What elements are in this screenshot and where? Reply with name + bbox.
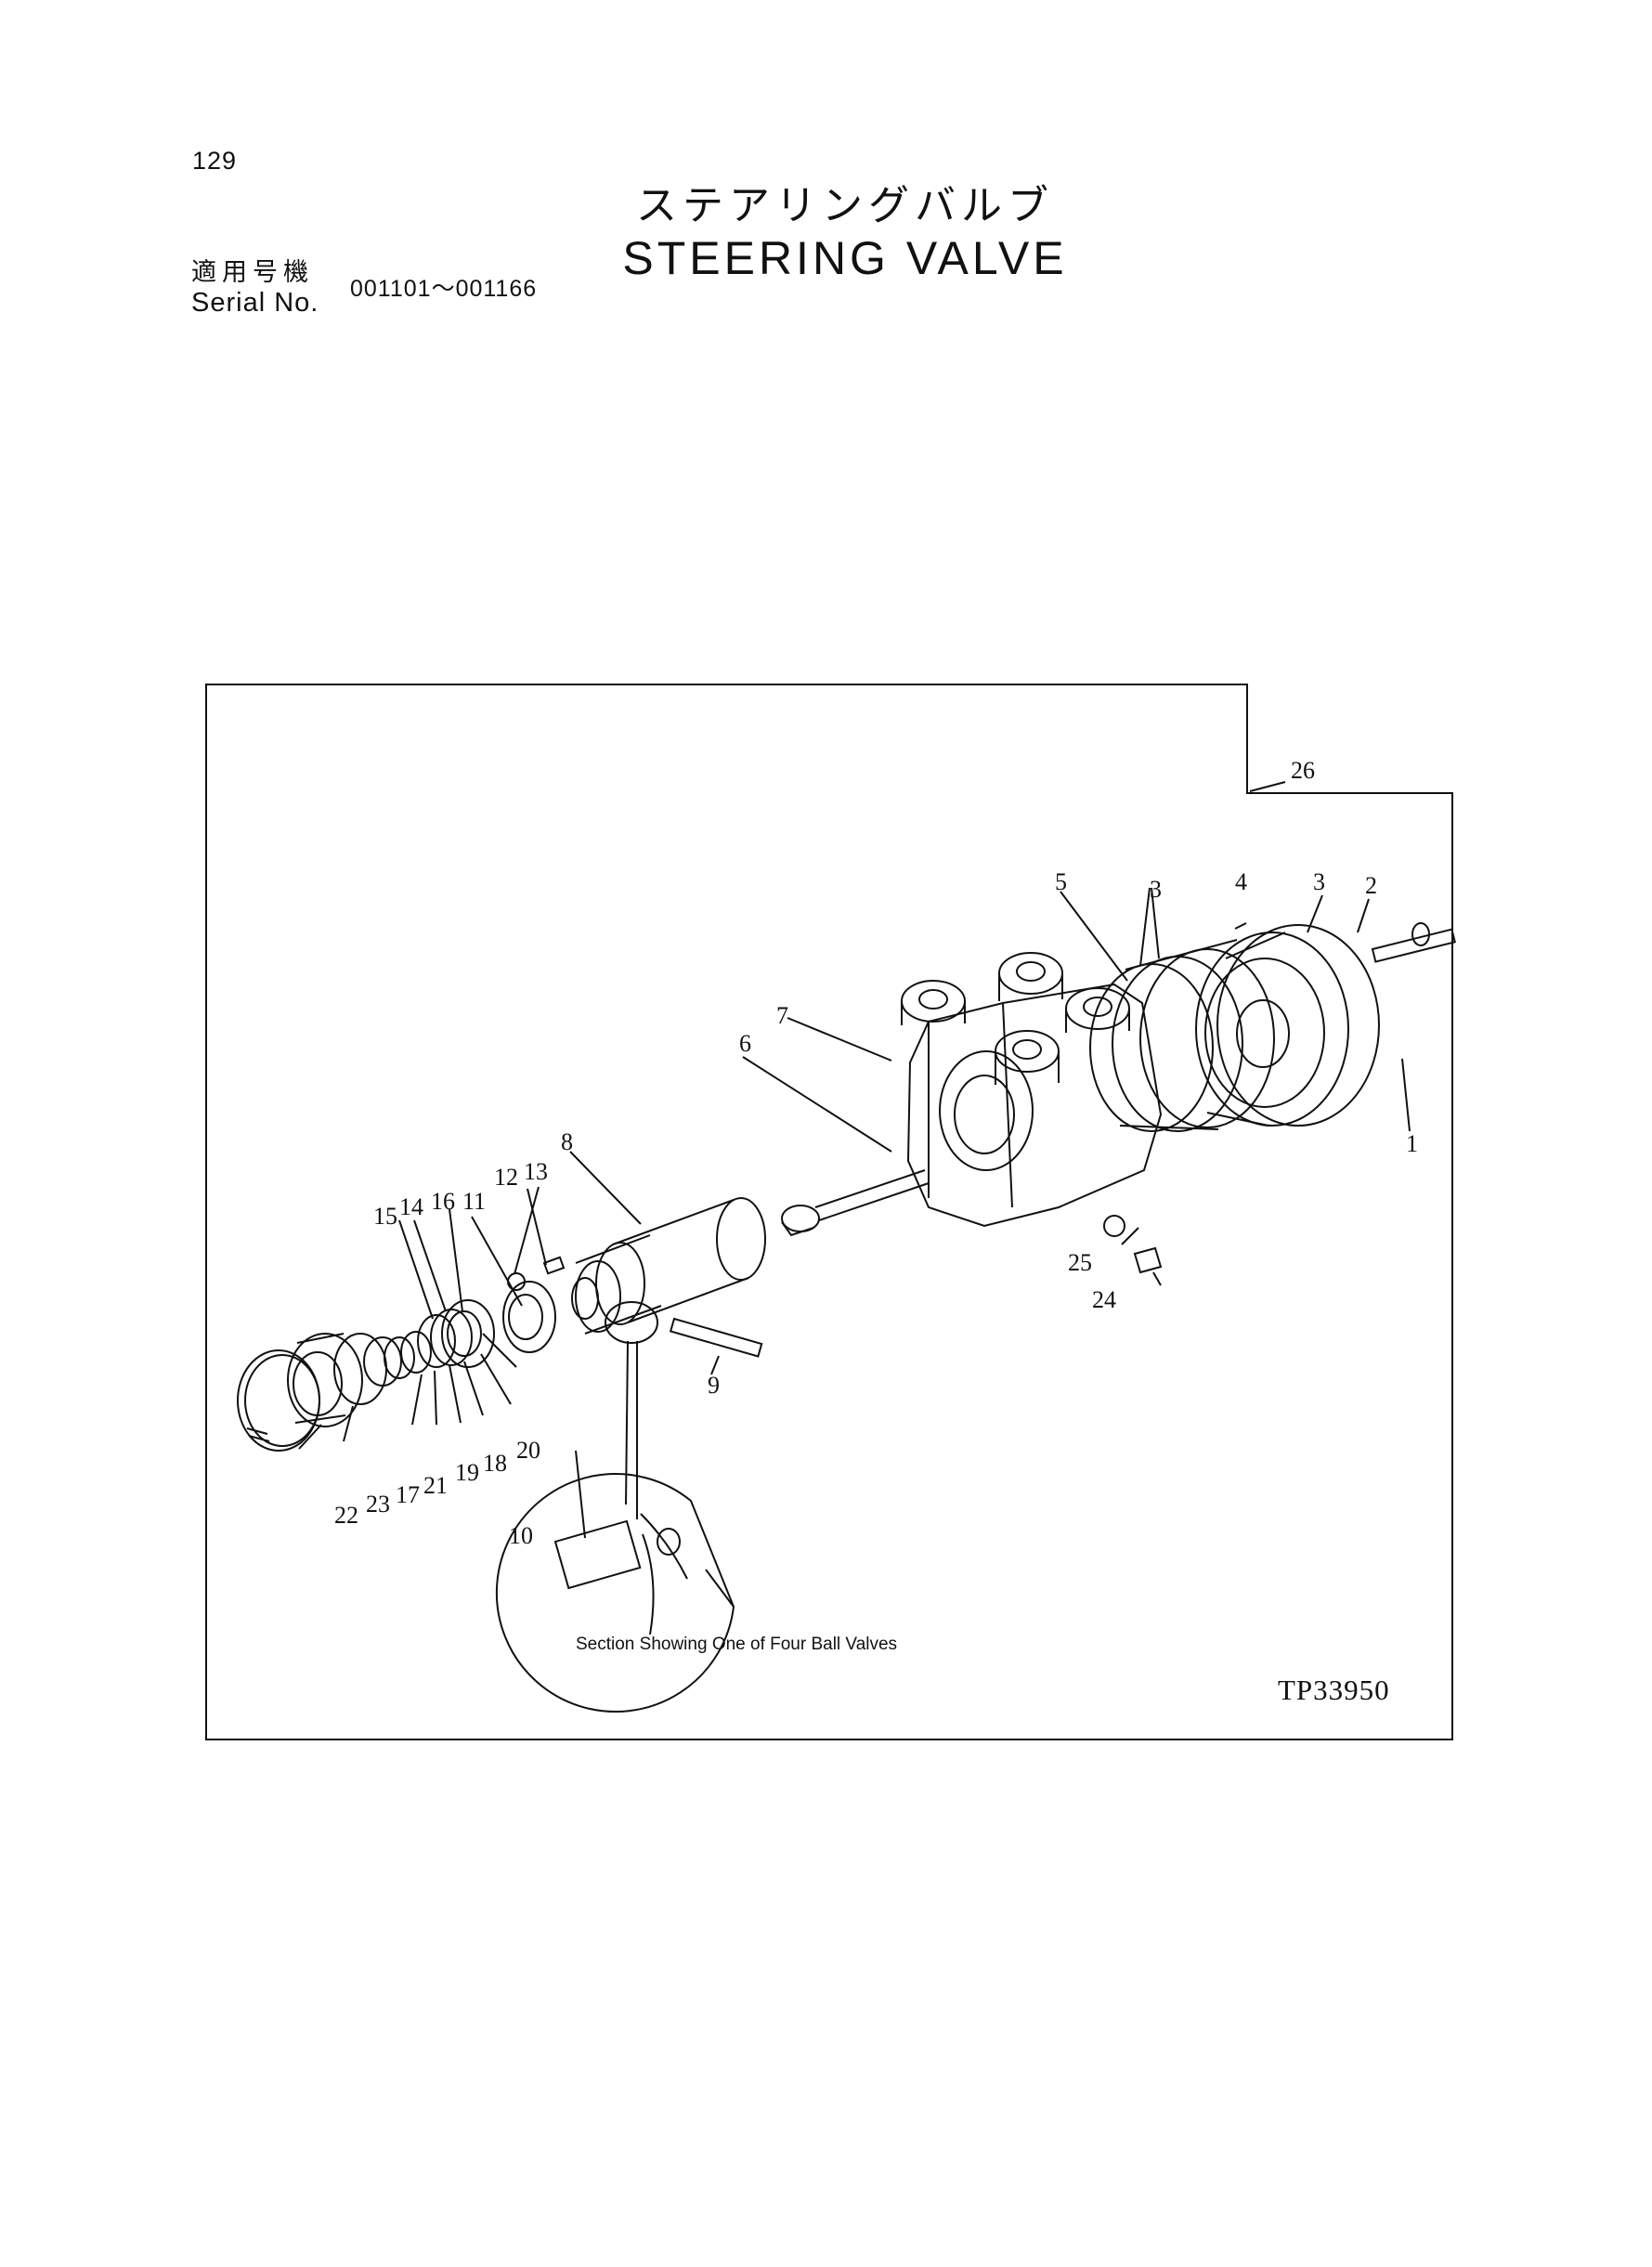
callout-8: 8 [561,1128,573,1155]
title-block: ステアリングバルブ STEERING VALVE [594,181,1096,285]
callout-21: 21 [423,1472,448,1499]
callout-2: 2 [1365,872,1377,899]
serial-label-japanese: 適用号機 [191,258,314,287]
callout-24: 24 [1092,1286,1116,1313]
ring-18 [400,1331,432,1374]
end-cap [1216,924,1380,1127]
callout-6: 6 [739,1030,751,1057]
page-number: 129 [192,147,238,175]
plug-24 [1133,1246,1163,1274]
cross-pin [669,1317,763,1358]
serial-label-english: Serial No. [191,288,319,318]
callout-1: 1 [1406,1130,1418,1157]
drawing-id: TP33950 [1278,1674,1390,1706]
port-1 [901,980,966,1023]
seal-23 [287,1333,363,1427]
washer-15 [417,1314,456,1368]
seal-17 [333,1333,387,1405]
callout-17: 17 [396,1481,420,1508]
callout-3b: 3 [1150,876,1162,903]
callout-25: 25 [1068,1249,1092,1276]
serial-label-block: 適用号機 Serial No. [191,258,319,318]
serial-range: 001101～001166 [350,276,538,302]
washer-14 [430,1309,473,1366]
callout-10: 10 [509,1522,533,1549]
ring-21 [363,1336,402,1387]
callout-7: 7 [776,1002,788,1029]
section-detail [495,1473,735,1713]
end-bolt [1371,928,1456,963]
callout-14: 14 [399,1193,423,1220]
callout-23: 23 [366,1491,390,1518]
bearing-16 [441,1299,495,1368]
callout-11: 11 [462,1188,486,1215]
callout-16: 16 [431,1188,455,1215]
callout-5: 5 [1055,868,1067,895]
sleeve [612,1199,749,1323]
ball-12 [507,1272,526,1291]
port-2 [998,952,1063,995]
o-ring-25 [1103,1215,1125,1237]
callout-15: 15 [373,1203,397,1230]
callout-19: 19 [455,1459,479,1486]
callout-20: 20 [516,1437,540,1464]
callout-26: 26 [1291,757,1315,784]
callout-4: 4 [1235,868,1247,895]
callout-13: 13 [524,1158,548,1185]
callout-9: 9 [708,1372,720,1399]
callout-18: 18 [483,1450,507,1477]
title-english: STEERING VALVE [622,232,1068,284]
callout-12: 12 [494,1164,518,1191]
key-13 [542,1256,566,1275]
diagram-frame [205,684,1453,1740]
section-caption: Section Showing One of Four Ball Valves [576,1635,897,1654]
title-japanese: ステアリングバルブ [636,182,1054,229]
callout-3a: 3 [1313,868,1325,895]
callout-22: 22 [334,1502,358,1529]
ring-11 [502,1281,556,1353]
valve-housing [906,983,1163,1228]
cardan-shaft [814,1169,930,1221]
